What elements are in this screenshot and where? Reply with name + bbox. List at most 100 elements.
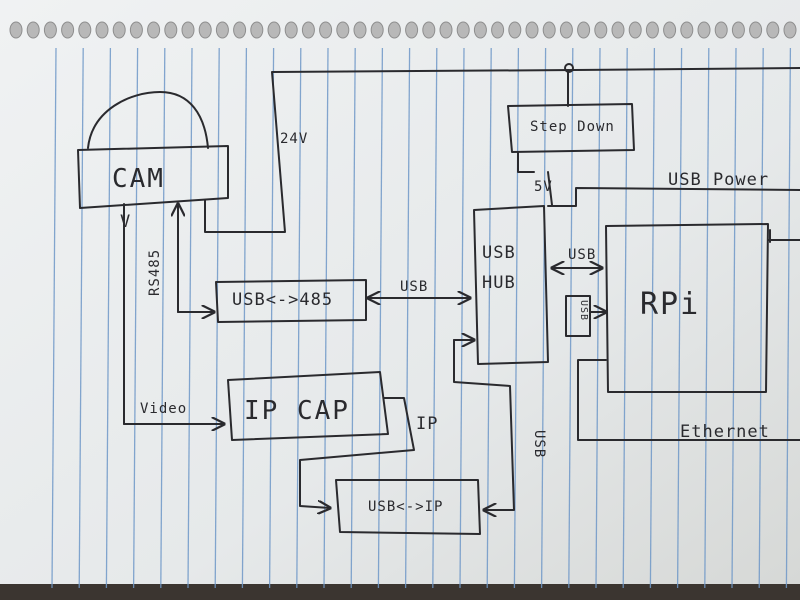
- spiral-hole: [147, 21, 161, 39]
- cam-label: CAM: [112, 164, 165, 194]
- spiral-hole: [370, 21, 384, 39]
- spiral-hole: [250, 21, 264, 39]
- wire-5v: [517, 151, 553, 206]
- spiral-hole: [181, 21, 195, 39]
- table-edge: [0, 584, 800, 600]
- usb-ip-box: [335, 479, 481, 535]
- spiral-hole: [645, 21, 659, 39]
- wire-ethernet: [577, 359, 800, 441]
- spiral-hole: [783, 21, 797, 39]
- rule-line: [622, 47, 628, 589]
- spiral-hole: [78, 21, 92, 39]
- usb-ip-label: USB<->IP: [368, 499, 444, 515]
- usb-mid-label: USB: [400, 279, 429, 295]
- rpi-right-edge: [767, 229, 800, 243]
- rule-line: [105, 47, 112, 589]
- spiral-hole: [663, 21, 677, 39]
- spiral-hole: [164, 21, 178, 39]
- usb-hub-rpi-label: USB: [568, 247, 597, 263]
- spiral-hole: [559, 21, 573, 39]
- spiral-hole: [473, 21, 487, 39]
- spiral-hole: [594, 21, 608, 39]
- ip-cap-label: IP CAP: [244, 396, 350, 426]
- spiral-hole: [766, 21, 780, 39]
- spiral-hole: [628, 21, 642, 39]
- spiral-hole: [215, 21, 229, 39]
- small-box: [565, 295, 591, 337]
- rule-line: [432, 47, 438, 589]
- rule-line: [187, 47, 193, 589]
- usb-hub-label: USB HUB: [482, 243, 516, 293]
- spiral-hole: [749, 21, 763, 39]
- usb-485-label: USB<->485: [232, 290, 334, 310]
- spiral-hole: [112, 21, 126, 39]
- spiral-hole: [26, 21, 40, 39]
- v24-label: 24V: [280, 131, 309, 147]
- spiral-hole: [319, 21, 333, 39]
- rule-line: [486, 47, 492, 589]
- wire-usb-vertical: [453, 339, 515, 510]
- cam-box: [77, 145, 229, 209]
- rule-line: [568, 47, 574, 589]
- rule-line: [350, 47, 356, 589]
- v-arrow-label: V: [120, 212, 132, 232]
- step-down-box: [507, 103, 635, 153]
- usb-vertical-label: USB: [531, 430, 547, 459]
- rpi-box: [605, 223, 769, 393]
- rule-line: [296, 47, 302, 589]
- spiral-hole: [387, 21, 401, 39]
- spiral-hole: [301, 21, 315, 39]
- spiral-hole: [542, 21, 556, 39]
- usb-power-label: USB Power: [668, 170, 770, 190]
- rule-line: [676, 47, 683, 589]
- spiral-hole: [577, 21, 591, 39]
- spiral-hole: [508, 21, 522, 39]
- rule-line: [540, 47, 547, 589]
- rule-line: [323, 47, 329, 589]
- spiral-hole: [43, 21, 57, 39]
- spiral-hole: [405, 21, 419, 39]
- rule-line: [513, 47, 520, 589]
- spiral-hole: [731, 21, 745, 39]
- rule-line: [78, 47, 84, 589]
- rule-line: [459, 47, 465, 589]
- rule-line: [704, 47, 710, 589]
- spiral-hole: [456, 21, 470, 39]
- wire-24v: [204, 67, 800, 233]
- spiral-hole: [353, 21, 367, 39]
- video-label: Video: [140, 401, 188, 417]
- rule-line: [160, 47, 166, 589]
- small-box-label: USB: [578, 300, 589, 322]
- spiral-hole: [61, 21, 75, 39]
- step-down-label: Step Down: [530, 119, 615, 135]
- usb-hub-box: [473, 205, 549, 365]
- rule-line: [377, 47, 384, 589]
- ink-drawing: [77, 63, 800, 535]
- spiral-hole: [697, 21, 711, 39]
- ethernet-label: Ethernet: [680, 422, 770, 442]
- spiral-hole: [439, 21, 453, 39]
- usb-485-box: [215, 279, 367, 323]
- spiral-hole: [95, 21, 109, 39]
- rule-line: [758, 47, 764, 589]
- spiral-hole: [129, 21, 143, 39]
- spiral-hole: [525, 21, 539, 39]
- wire-ip: [299, 397, 415, 508]
- ip-cap-box: [227, 371, 389, 441]
- v5-label: 5V: [534, 179, 553, 195]
- rule-line: [132, 47, 139, 589]
- rs485-label: RS485: [147, 248, 163, 296]
- spiral-binding: [9, 21, 797, 39]
- rule-line: [268, 47, 275, 589]
- rule-line: [51, 47, 57, 589]
- rpi-label: RPi: [640, 287, 701, 322]
- wire-junction: [564, 63, 574, 73]
- spiral-hole: [198, 21, 212, 39]
- spiral-hole: [233, 21, 247, 39]
- rule-line: [649, 47, 656, 589]
- spiral-hole: [284, 21, 298, 39]
- spiral-hole: [336, 21, 350, 39]
- wire-usb-power: [547, 187, 800, 207]
